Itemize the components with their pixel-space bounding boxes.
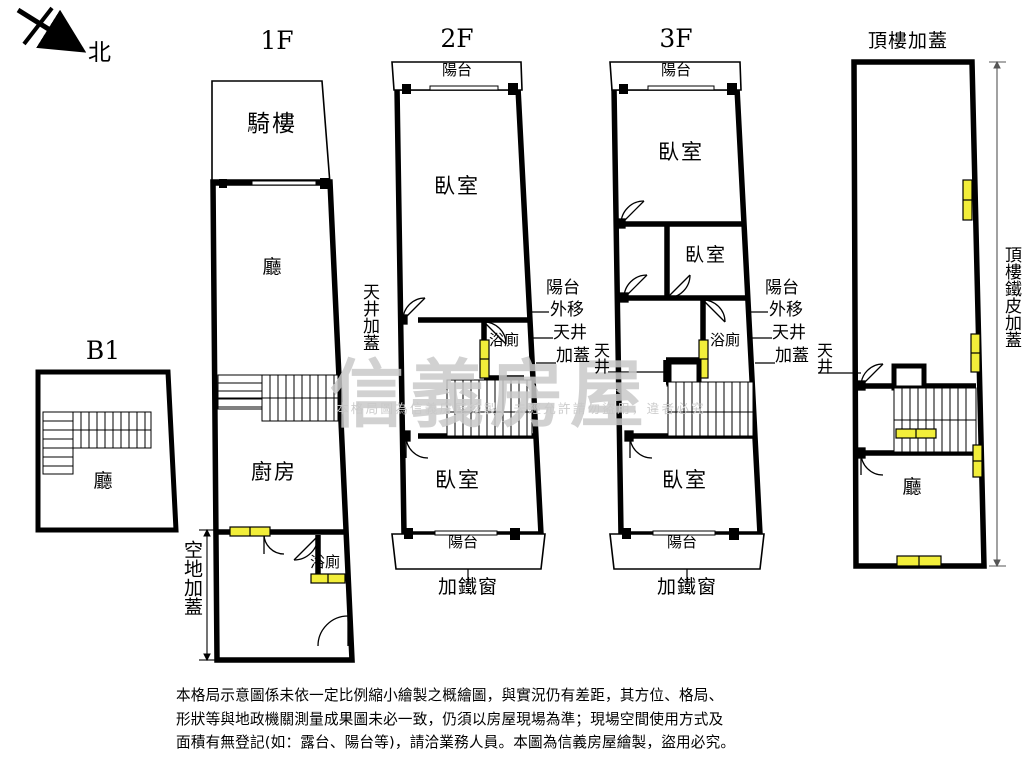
floor-3f-stairs [667,381,754,437]
room-3f-bedroom-mid: 臥室 [684,244,728,266]
label-3f-balcony-moved-2: 外移 [769,300,803,320]
floor-2f-bath-window [479,339,490,379]
label-2f-lightwell: 天井 [591,342,610,374]
room-3f-balcony-bottom: 陽台 [666,533,698,551]
room-2f-bath: 浴廁 [489,331,520,349]
floor-rooftop-windows [895,179,983,567]
compass-label: 北 [88,40,111,66]
room-1f-bath: 浴廁 [310,553,341,571]
disclaimer: 本格局示意圖係未依一定比例縮小繪製之概繪圖，與實況仍有差距，其方位、格局、 形狀… [176,684,876,755]
floor-rooftop-stairs [893,387,977,453]
floor-1f-windows [229,526,346,584]
room-2f-bedroom-bottom: 臥室 [435,468,481,492]
disclaimer-line-3: 面積有無登記(如：露台、陽台等)，請洽業務人員。本圖為信義房屋繪製，盜用必究。 [176,734,736,752]
room-3f-bath: 浴廁 [710,331,741,349]
floor-title-rooftop: 頂樓加蓋 [867,30,949,52]
floor-rooftop-interior-walls [862,363,978,456]
room-2f-bedroom-top: 臥室 [434,174,480,198]
floor-title-2f: 2F [440,24,474,53]
floor-title-b1: B1 [85,336,121,365]
label-3f-balcony-moved-1: 陽台 [765,278,799,298]
leaders-3f-side [748,311,775,364]
floor-title-3f: 3F [659,24,693,53]
leaders-2f-side [529,311,556,364]
label-1f-open-area: 空地加蓋 [181,540,203,616]
room-3f-bedroom-top: 臥室 [658,140,704,164]
label-3f-iron-window: 加鐵窗 [656,576,718,598]
floor-rooftop-outline [851,59,987,569]
room-rooftop-hall: 廳 [902,476,922,498]
floor-2f-balcony-bottom [391,528,546,570]
floor-1f-front-opening [213,178,330,189]
floor-3f-balcony-bottom [609,528,765,570]
floor-3f-lightwell [608,359,702,387]
room-1f-arcade: 騎樓 [247,111,297,137]
floor-3f-balcony-top [609,61,742,95]
room-1f-kitchen: 廚房 [251,460,297,484]
room-1f-hall: 廳 [262,256,282,278]
floor-b1-stairs [42,411,152,475]
floor-2f-balcony-top [391,61,523,95]
floor-2f-stairs [446,379,533,437]
floor-3f-doors [616,200,726,459]
label-3f-well-1: 天井 [772,323,806,343]
room-b1-hall: 廳 [93,470,113,492]
room-2f-balcony-bottom: 陽台 [447,533,479,551]
label-2f-balcony-moved-1: 陽台 [546,278,580,298]
label-3f-lightwell: 天井 [814,342,833,374]
label-2f-iron-window: 加鐵窗 [437,576,499,598]
north-arrow-icon [16,6,87,53]
label-3f-well-2: 加蓋 [775,346,809,366]
floor-1f-stairs [217,374,339,422]
room-3f-balcony-top: 陽台 [660,61,692,79]
label-2f-well-2: 加蓋 [556,346,590,366]
label-1f-wellcover: 天井加蓋 [359,283,379,351]
floor-title-1f: 1F [260,26,294,55]
label-2f-well-1: 天井 [553,323,587,343]
disclaimer-line-1: 本格局示意圖係未依一定比例縮小繪製之概繪圖，與實況仍有差距，其方位、格局、 [176,687,724,704]
dimension-1f-open-area [199,528,215,662]
room-2f-balcony-top: 陽台 [441,61,473,79]
room-3f-bedroom-bottom: 臥室 [662,468,708,492]
floor-3f-bath-window [698,339,709,379]
label-2f-balcony-moved-2: 外移 [550,300,584,320]
floor-2f-doors [398,297,507,459]
dimension-rooftop-height [989,60,1006,568]
floor-1f-doors [263,533,349,647]
floor-rooftop-doors [818,363,884,476]
dimension-label-rooftop: 頂樓鐵皮加蓋 [1001,246,1021,348]
disclaimer-line-2: 形狀等與地政機關測量成果圖未必一致，仍須以房屋現場為準；現場空間使用方式及 [176,710,724,728]
